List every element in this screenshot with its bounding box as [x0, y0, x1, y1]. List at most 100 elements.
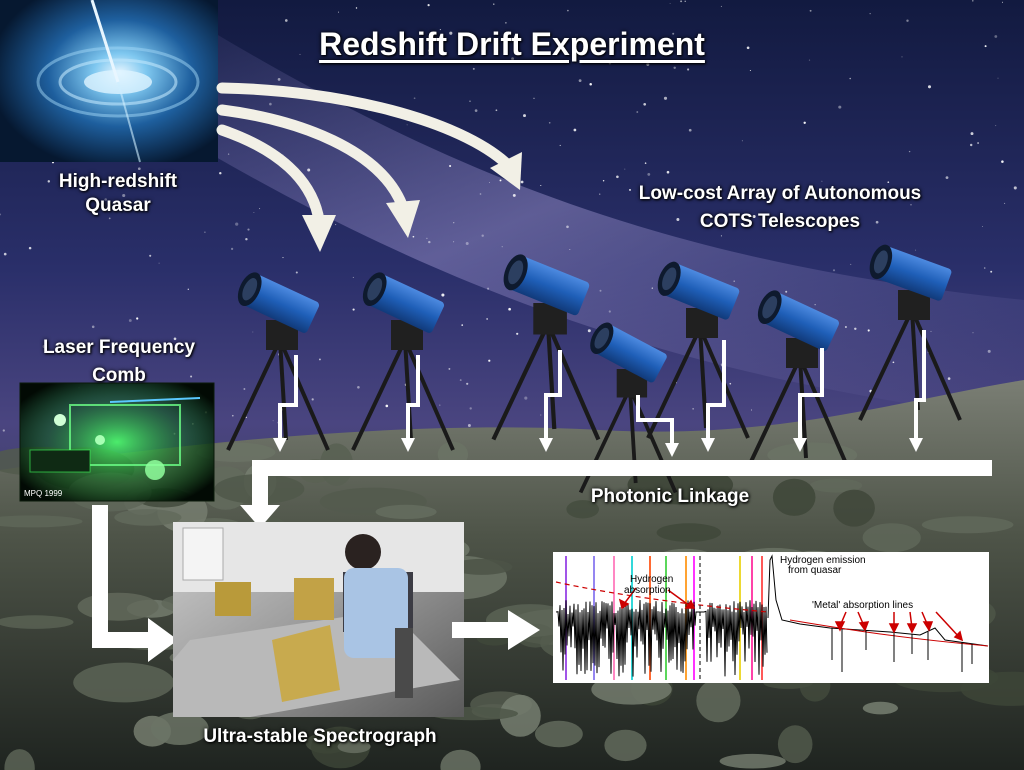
laser-comb-label-line1: Laser Frequency	[42, 337, 196, 358]
star	[465, 242, 469, 245]
star	[663, 96, 668, 100]
star	[578, 79, 582, 83]
hydrogen-absorption-arrows	[618, 587, 696, 610]
star	[190, 375, 193, 378]
shrub	[375, 504, 437, 519]
quasar-arrow-heads	[302, 152, 522, 252]
star	[247, 228, 250, 231]
star	[412, 235, 415, 238]
laser-comb-photo: MPQ 1999	[19, 382, 215, 502]
star	[548, 121, 551, 124]
lyman-alpha-forest	[555, 599, 768, 677]
star	[821, 180, 823, 182]
star	[385, 404, 389, 408]
star	[1004, 202, 1006, 204]
star	[2, 429, 5, 432]
star	[533, 97, 535, 99]
star	[126, 347, 130, 351]
star	[972, 332, 974, 334]
spectrograph-photo	[173, 522, 464, 717]
star	[633, 43, 636, 45]
star	[355, 7, 358, 9]
star	[505, 22, 507, 24]
star	[461, 324, 464, 326]
star	[915, 249, 917, 251]
star	[997, 77, 999, 79]
linkage-bus-arrow-head	[240, 505, 280, 528]
star	[867, 329, 870, 332]
quasar-label-line2: Quasar	[85, 195, 151, 216]
star	[720, 5, 722, 7]
star	[646, 62, 650, 66]
star	[850, 263, 852, 265]
star	[808, 59, 811, 61]
star	[741, 140, 743, 142]
star	[479, 193, 482, 195]
shrub	[4, 749, 35, 770]
star	[854, 327, 857, 331]
telescope	[646, 261, 750, 439]
star	[3, 252, 7, 256]
shrub	[196, 442, 276, 462]
star	[428, 240, 431, 244]
star	[908, 150, 911, 153]
telescope	[858, 244, 962, 421]
star	[969, 143, 973, 147]
shrub	[337, 740, 371, 754]
star	[469, 100, 471, 102]
star	[243, 388, 246, 390]
star	[673, 66, 676, 70]
star	[887, 181, 890, 184]
star	[832, 269, 836, 272]
star	[803, 121, 806, 125]
shrub	[0, 515, 83, 528]
star	[1001, 160, 1004, 163]
telescope	[351, 272, 455, 451]
star	[687, 68, 690, 71]
star	[638, 37, 640, 39]
star	[752, 214, 756, 219]
star	[651, 287, 653, 289]
star	[647, 172, 651, 176]
shrub	[777, 725, 813, 764]
star	[987, 349, 991, 353]
shrub	[772, 478, 816, 516]
star	[466, 382, 469, 385]
star	[448, 367, 451, 370]
star	[930, 330, 932, 332]
star	[282, 257, 284, 259]
star	[540, 184, 542, 187]
star	[947, 377, 951, 380]
star	[47, 180, 51, 183]
star	[245, 237, 248, 241]
star	[995, 125, 997, 127]
star	[684, 0, 686, 2]
star	[149, 254, 152, 257]
shrub	[77, 592, 159, 621]
star	[636, 111, 639, 113]
star	[441, 293, 445, 297]
star	[352, 276, 354, 278]
laser-comb-label-line2: Comb	[92, 365, 146, 386]
star	[983, 267, 986, 269]
star	[495, 44, 497, 47]
shrub	[73, 662, 174, 703]
star	[524, 396, 528, 400]
star	[512, 193, 516, 197]
star	[523, 114, 526, 118]
shrub	[451, 558, 513, 575]
star	[108, 217, 111, 220]
shrub	[114, 509, 182, 526]
telescope-array-label: Low-cost Array of Autonomous COTS Telesc…	[580, 180, 980, 236]
shrub	[150, 711, 209, 746]
star	[406, 124, 408, 126]
star	[587, 329, 591, 333]
spectrum-continuum	[767, 554, 989, 647]
star	[559, 144, 561, 146]
quasar-image	[0, 0, 218, 163]
star	[616, 175, 619, 179]
star	[809, 9, 812, 12]
star	[136, 317, 139, 320]
star	[453, 241, 455, 243]
star	[1013, 186, 1017, 190]
